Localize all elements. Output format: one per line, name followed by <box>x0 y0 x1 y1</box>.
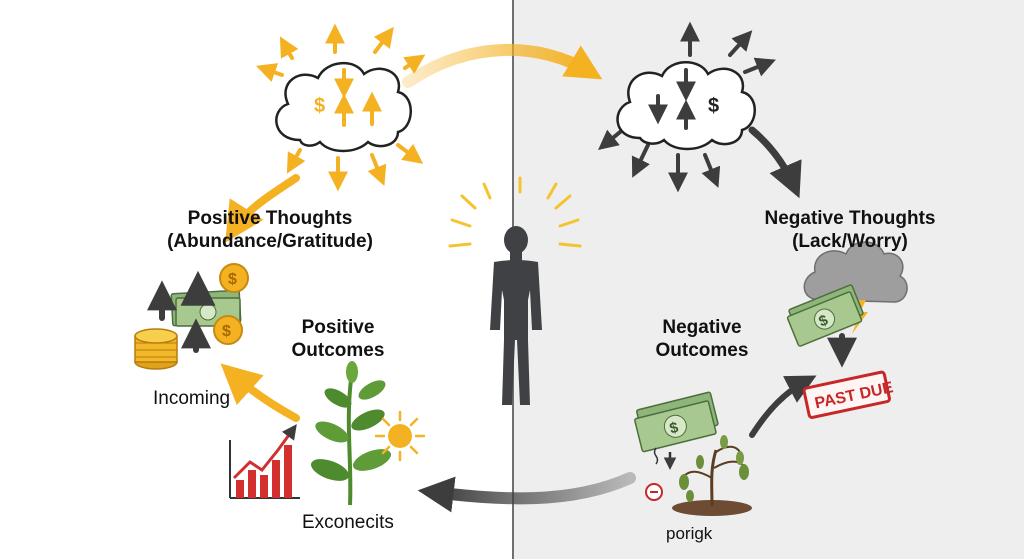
dollar-symbol: $ <box>708 95 719 117</box>
negative-outcomes-line1: Negative <box>662 317 742 338</box>
coin-icon: $ <box>219 263 249 293</box>
exconecits-label: Exconecits <box>302 512 394 533</box>
positive-outcomes-line1: Positive <box>301 317 375 338</box>
svg-text:$: $ <box>222 323 231 340</box>
cycle-arrow-icon <box>402 43 603 88</box>
wilted-plant-icon <box>672 435 752 516</box>
negative-outcomes-label: Negative Outcomes <box>632 316 772 362</box>
money-bills-icon: $ <box>786 284 864 347</box>
cycle-arrow-icon <box>748 126 802 199</box>
coin-icon: $ <box>213 315 243 345</box>
growth-chart-icon <box>229 424 300 499</box>
negative-rays <box>598 21 776 193</box>
cycle-arrow-icon <box>220 363 300 422</box>
negative-title-line2: (Lack/Worry) <box>792 231 908 253</box>
positive-title-line1: Positive Thoughts <box>187 208 353 229</box>
negative-thoughts-title: Negative Thoughts (Lack/Worry) <box>735 207 965 253</box>
thought-cloud-icon: $ <box>616 61 756 151</box>
positive-rays <box>255 23 426 192</box>
person-silhouette-icon <box>490 226 542 405</box>
cycle-arrow-icon <box>417 472 636 513</box>
past-due-stamp-icon: PAST DUE <box>802 370 895 419</box>
incoming-label: Incoming <box>153 388 231 409</box>
dripping-icon <box>645 447 677 501</box>
person-rays <box>448 176 582 248</box>
positive-title-line2: (Abundance/Gratitude) <box>167 231 373 253</box>
negative-title-line1: Negative Thoughts <box>764 208 936 229</box>
dollar-symbol: $ <box>314 95 325 117</box>
sun-icon <box>374 410 426 462</box>
coin-stack-icon <box>134 328 178 370</box>
cycle-arrow-icon <box>225 174 300 243</box>
plant-icon <box>310 361 392 506</box>
negative-side-background <box>513 0 1024 559</box>
positive-outcomes-label: Positive Outcomes <box>268 316 408 362</box>
positive-outcomes-line2: Outcomes <box>291 340 385 362</box>
positive-thoughts-title: Positive Thoughts (Abundance/Gratitude) <box>140 207 400 253</box>
growth-arrows-icon <box>147 270 216 353</box>
thought-cloud-icon: $ <box>275 61 412 153</box>
cycle-arrow-icon <box>749 375 817 438</box>
svg-text:$: $ <box>228 271 237 288</box>
porigk-label: porigk <box>666 524 713 543</box>
negative-outcomes-line2: Outcomes <box>655 340 749 362</box>
money-bills-icon: $ <box>634 391 719 453</box>
